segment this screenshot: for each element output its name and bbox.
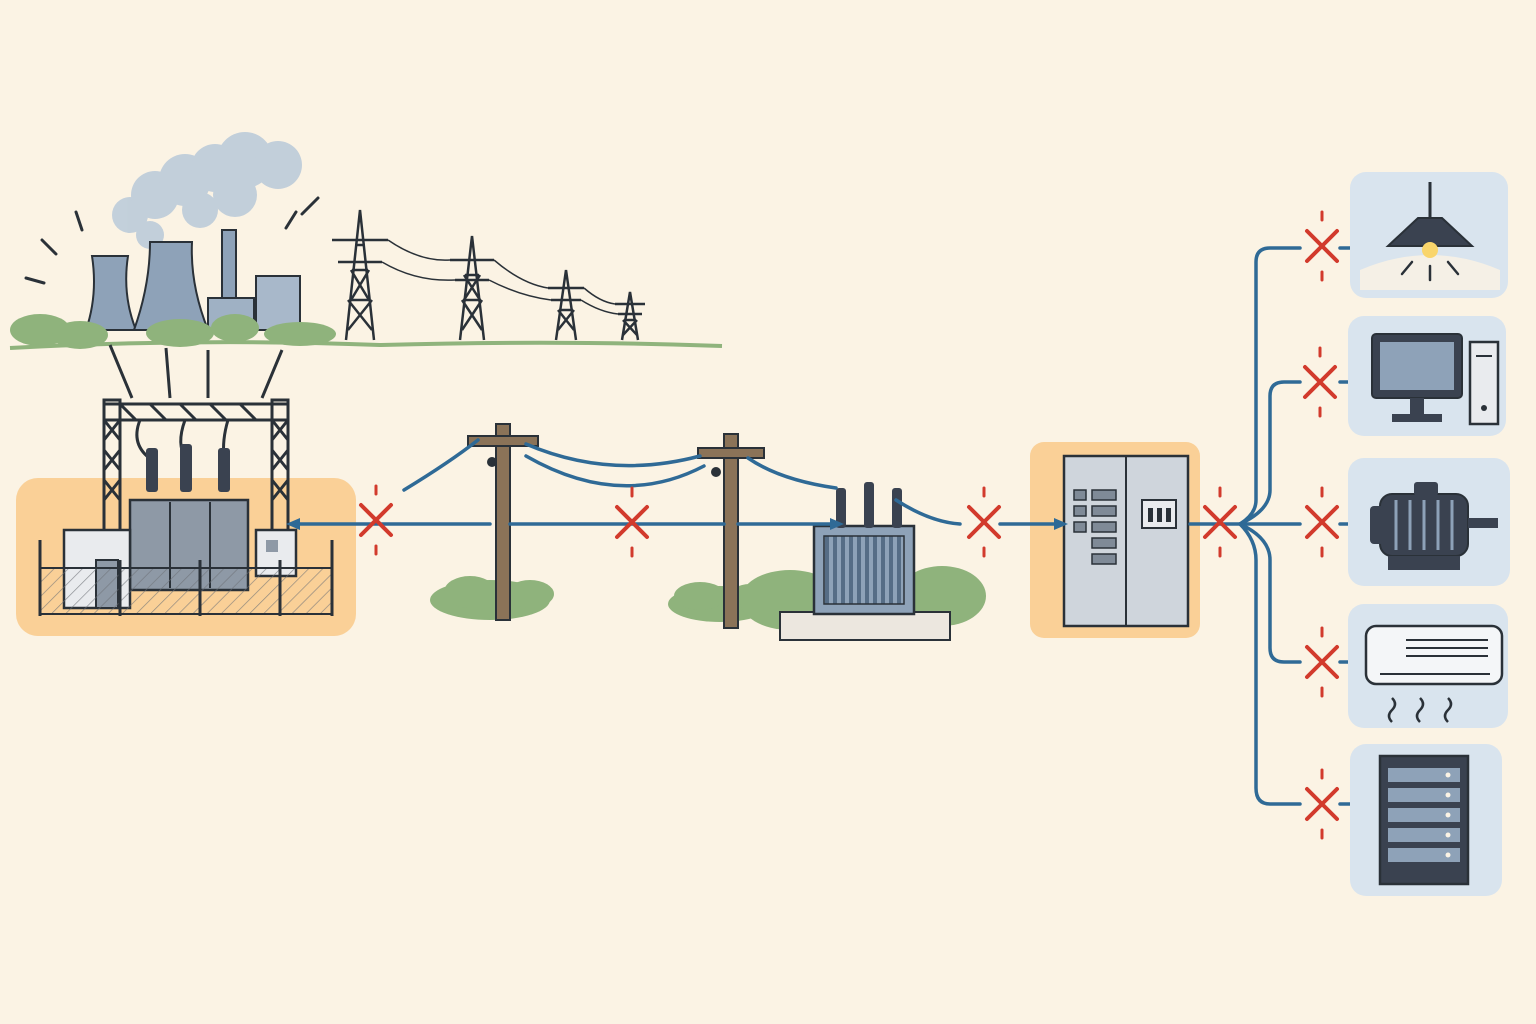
- red-x-icon: [1305, 210, 1339, 282]
- red-x-icon: [1305, 486, 1339, 558]
- red-x-icon: [1203, 486, 1237, 558]
- red-x-icon: [1303, 346, 1337, 418]
- transmission-tower-icon: [332, 209, 645, 341]
- computer-icon: [1348, 316, 1506, 436]
- red-x-icon: [1305, 768, 1339, 840]
- power-plant-icon: [9, 132, 723, 350]
- smoke-cloud: [112, 132, 302, 249]
- load-cards: [1348, 172, 1510, 896]
- electrical-panel-icon: [1030, 442, 1200, 638]
- red-x-icon: [967, 486, 1001, 558]
- red-x-icon: [1305, 626, 1339, 698]
- server-rack-icon: [1350, 744, 1502, 896]
- air-conditioner-icon: [1348, 604, 1508, 728]
- lamp-icon: [1350, 172, 1508, 298]
- red-x-icon: [615, 486, 649, 558]
- red-x-icon: [359, 484, 393, 556]
- substation-icon: [16, 344, 356, 636]
- motor-icon: [1348, 458, 1510, 586]
- transformer-icon: [740, 482, 986, 641]
- utility-pole-icon: [430, 423, 554, 621]
